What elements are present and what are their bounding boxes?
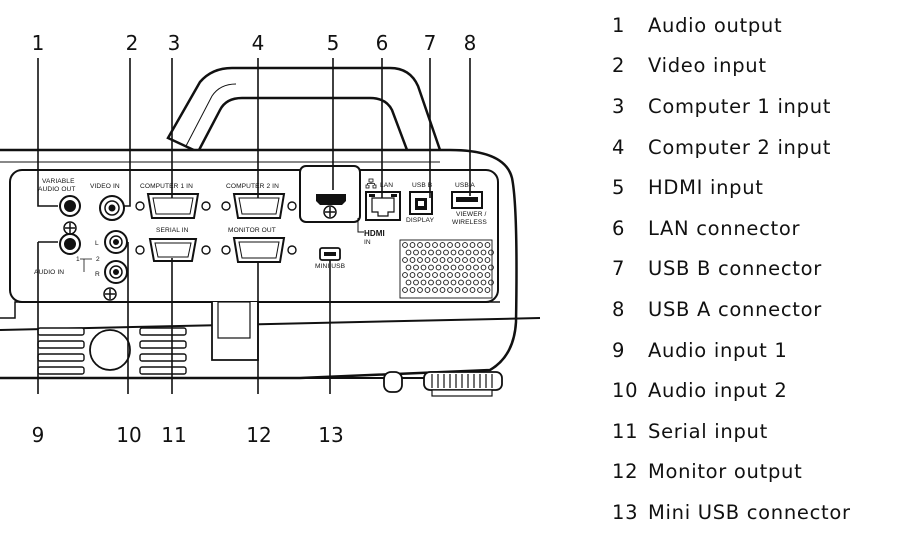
screw-icon xyxy=(63,221,77,235)
monitor-output-port[interactable] xyxy=(221,237,297,263)
callout-13: 13 xyxy=(318,423,343,447)
carry-handle xyxy=(166,66,442,160)
legend-label: LAN connector xyxy=(648,216,801,240)
legend-number: 5 xyxy=(612,176,626,200)
audio-input-2-left-jack[interactable] xyxy=(104,230,128,254)
callout-2: 2 xyxy=(126,31,139,55)
connector-legend: 1 Audio output 2 Video input 3 Computer 1 i… xyxy=(612,5,905,533)
legend-number: 3 xyxy=(612,94,626,118)
callout-1: 1 xyxy=(32,31,45,55)
legend-label: Audio input 1 xyxy=(648,338,788,362)
adjuster-foot xyxy=(423,371,503,397)
callout-3: 3 xyxy=(168,31,181,55)
usb-b-port[interactable] xyxy=(409,191,433,215)
legend-item: 10 Audio input 2 xyxy=(612,370,905,411)
computer-1-input-port[interactable] xyxy=(135,193,211,219)
legend-number: 11 xyxy=(612,419,639,443)
variable-audio-out-label-2: AUDIO OUT xyxy=(38,186,76,193)
computer-1-in-label: COMPUTER 1 IN xyxy=(140,183,193,190)
audio-input-2-right-jack[interactable] xyxy=(104,260,128,284)
vent-grille xyxy=(399,239,494,299)
usb-a-port[interactable] xyxy=(451,191,483,209)
callout-8: 8 xyxy=(464,31,477,55)
legend-item: 1 Audio output xyxy=(612,5,905,46)
computer-2-input-port[interactable] xyxy=(221,193,297,219)
callout-6: 6 xyxy=(376,31,389,55)
callout-7: 7 xyxy=(424,31,437,55)
audio-input-1-jack[interactable] xyxy=(59,233,81,255)
serial-in-label: SERIAL IN xyxy=(156,227,189,234)
legend-item: 8 USB A connector xyxy=(612,289,905,330)
hdmi-logo: HDMI xyxy=(364,229,385,238)
left-channel-label: L xyxy=(95,240,99,247)
leader-lines xyxy=(37,58,471,394)
callout-5: 5 xyxy=(327,31,340,55)
legend-label: USB B connector xyxy=(648,257,822,281)
mini-usb-port[interactable] xyxy=(319,247,341,261)
projector-rear-panel-diagram: VARIABLE AUDIO OUT 1 2 AUDIO IN VIDEO IN… xyxy=(0,31,541,447)
legend-item: 6 LAN connector xyxy=(612,208,905,249)
legend-item: 5 HDMI input xyxy=(612,167,905,208)
computer-2-in-label: COMPUTER 2 IN xyxy=(226,183,279,190)
callout-11: 11 xyxy=(161,423,186,447)
legend-number: 1 xyxy=(612,13,626,37)
callout-4: 4 xyxy=(252,31,265,55)
legend-item: 7 USB B connector xyxy=(612,249,905,290)
legend-number: 4 xyxy=(612,135,626,159)
legend-label: Video input xyxy=(648,54,767,78)
callout-10: 10 xyxy=(116,423,141,447)
audio-output-jack[interactable] xyxy=(59,195,81,217)
legend-label: Monitor output xyxy=(648,460,803,484)
legend-label: Serial input xyxy=(648,419,768,443)
legend-item: 11 Serial input xyxy=(612,411,905,452)
callout-9: 9 xyxy=(32,423,45,447)
legend-number: 10 xyxy=(612,379,639,403)
legend-label: Computer 2 input xyxy=(648,135,832,159)
legend-label: Audio input 2 xyxy=(648,379,788,403)
viewer-label-2: WIRELESS xyxy=(452,219,487,226)
legend-number: 2 xyxy=(612,54,626,78)
legend-item: 2 Video input xyxy=(612,46,905,87)
legend-item: 4 Computer 2 input xyxy=(612,127,905,168)
screw-icon xyxy=(103,287,117,301)
variable-audio-out-label-1: VARIABLE xyxy=(42,178,75,185)
legend-item: 9 Audio input 1 xyxy=(612,330,905,371)
legend-number: 12 xyxy=(612,460,639,484)
foot-knob xyxy=(89,329,131,371)
hdmi-input-port[interactable] xyxy=(299,165,361,223)
audio-in-2-label: 2 xyxy=(96,256,100,263)
hdmi-in-label: IN xyxy=(364,239,371,246)
legend-number: 13 xyxy=(612,500,639,524)
audio-in-label: AUDIO IN xyxy=(34,269,64,276)
legend-item: 13 Mini USB connector xyxy=(612,492,905,533)
network-icon xyxy=(365,178,377,189)
usb-b-label: USB B xyxy=(412,182,433,189)
legend-number: 6 xyxy=(612,216,626,240)
legend-number: 7 xyxy=(612,257,626,281)
lan-label: LAN xyxy=(380,182,393,189)
audio-in-1-label: 1 xyxy=(76,256,80,263)
right-channel-label: R xyxy=(95,271,100,278)
legend-number: 8 xyxy=(612,297,626,321)
legend-label: USB A connector xyxy=(648,297,822,321)
display-label: DISPLAY xyxy=(406,217,435,224)
legend-label: Computer 1 input xyxy=(648,94,832,118)
legend-label: Audio output xyxy=(648,13,783,37)
callout-12: 12 xyxy=(246,423,271,447)
video-in-label: VIDEO IN xyxy=(90,183,120,190)
lower-vent-slots xyxy=(37,327,187,375)
video-input-jack[interactable] xyxy=(99,195,125,221)
lan-port[interactable] xyxy=(365,191,401,221)
monitor-out-label: MONITOR OUT xyxy=(228,227,276,234)
serial-input-port[interactable] xyxy=(135,238,211,262)
viewer-label-1: VIEWER / xyxy=(456,211,487,218)
legend-label: HDMI input xyxy=(648,176,764,200)
legend-label: Mini USB connector xyxy=(648,500,851,524)
legend-item: 3 Computer 1 input xyxy=(612,86,905,127)
legend-item: 12 Monitor output xyxy=(612,452,905,493)
legend-number: 9 xyxy=(612,338,626,362)
usb-a-label: USB A xyxy=(455,182,475,189)
